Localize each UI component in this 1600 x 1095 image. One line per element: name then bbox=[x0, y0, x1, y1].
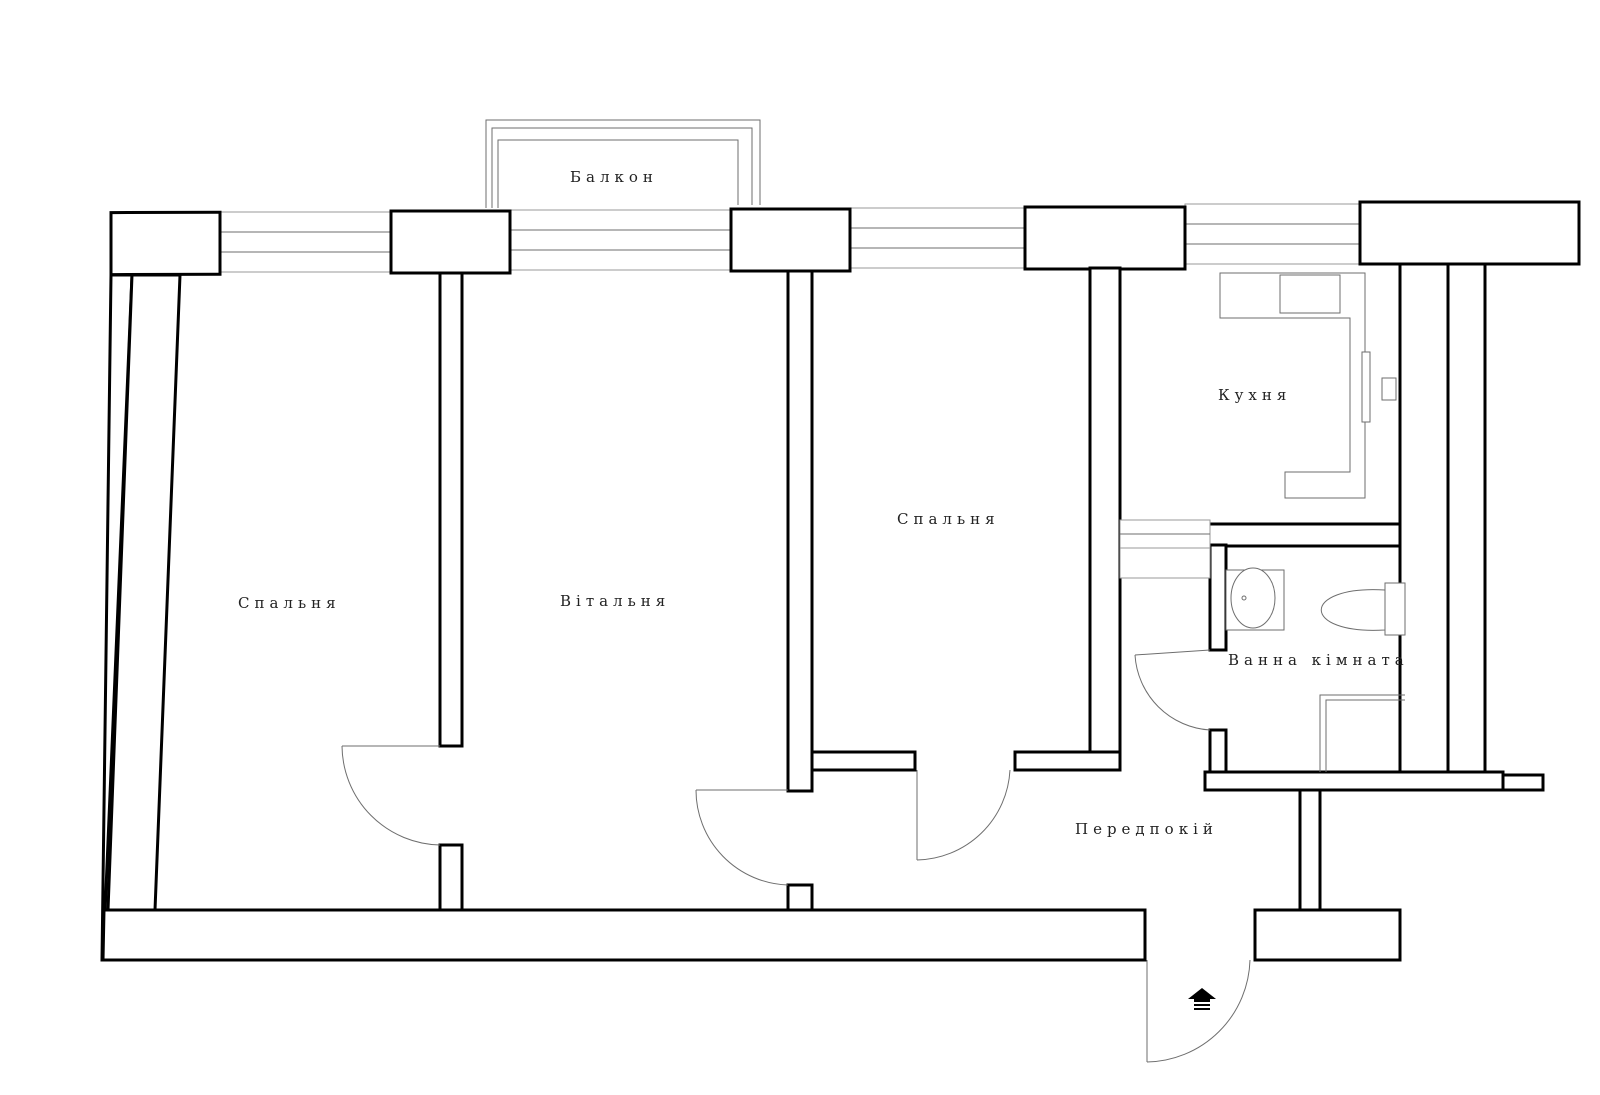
balcony bbox=[485, 119, 761, 208]
doors bbox=[341, 649, 1251, 1063]
walls bbox=[100, 200, 1581, 962]
facade-windows bbox=[219, 203, 1361, 273]
kitchen-fixtures bbox=[1119, 272, 1397, 579]
room-label-bedroom-left: Спальня bbox=[238, 594, 341, 612]
room-label-kitchen: Кухня bbox=[1218, 386, 1291, 404]
entrance-arrow-icon bbox=[1188, 988, 1216, 1010]
room-label-living-room: Вітальня bbox=[560, 592, 670, 610]
room-label-balcony: Балкон bbox=[570, 168, 658, 186]
room-label-hallway: Передпокій bbox=[1075, 820, 1218, 838]
room-label-bedroom-right: Спальня bbox=[897, 510, 1000, 528]
bathroom-fixtures bbox=[1225, 567, 1406, 772]
room-label-bathroom: Ванна кімната bbox=[1228, 651, 1409, 669]
